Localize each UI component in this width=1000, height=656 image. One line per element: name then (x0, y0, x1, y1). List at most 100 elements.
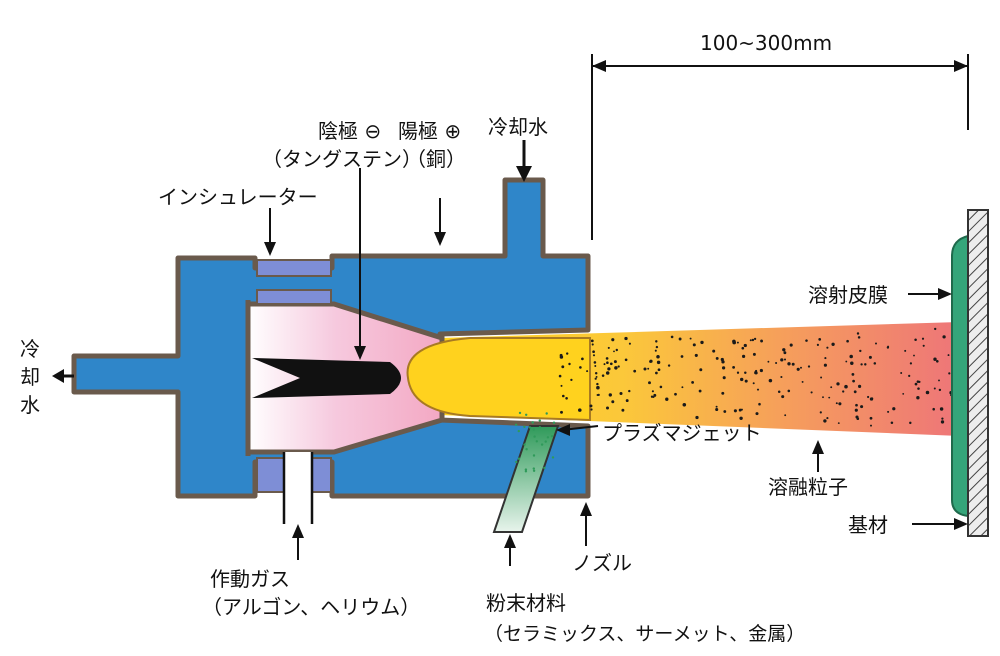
plasma-jet-label: プラズマジェット (602, 421, 762, 445)
molten-particle (868, 355, 872, 359)
powder-particle (524, 468, 528, 471)
arrow-heads (52, 166, 968, 548)
molten-particle (613, 360, 617, 364)
molten-particle (570, 378, 573, 382)
molten-particle (736, 341, 739, 344)
molten-particle (568, 362, 571, 366)
powder-particle (545, 412, 548, 415)
molten-particle (823, 419, 827, 423)
molten-particle (828, 396, 831, 399)
powder-particle (525, 413, 528, 416)
molten-particles-dots (514, 327, 956, 473)
molten-particle (842, 390, 845, 393)
molten-particle (941, 417, 944, 420)
molten-particle (902, 392, 905, 395)
distance-label: 100~300mm (700, 31, 832, 55)
molten-particle (560, 384, 563, 387)
molten-particle (698, 389, 702, 393)
molten-particle (782, 348, 786, 352)
molten-particle (654, 349, 657, 352)
molten-particle (619, 391, 623, 396)
molten-particle (826, 346, 829, 349)
powder-particle (523, 443, 526, 446)
molten-particle (740, 377, 744, 382)
powder-particle (540, 443, 544, 446)
molten-particle (667, 364, 671, 367)
molten-particle (656, 360, 661, 365)
molten-particle (836, 382, 840, 386)
molten-particle (909, 362, 913, 365)
molten-particle (791, 362, 795, 366)
molten-particle (617, 365, 620, 368)
molten-particle (796, 367, 800, 371)
molten-particle (890, 421, 894, 425)
molten-particle (900, 372, 903, 374)
molten-particle (680, 355, 684, 358)
molten-particle (741, 346, 745, 350)
molten-particle (692, 343, 696, 347)
molten-particle (736, 371, 740, 374)
powder-particle (518, 411, 522, 415)
cathode-material-label: （タングステン） (262, 147, 422, 171)
molten-particle (830, 386, 833, 389)
molten-particle (657, 368, 661, 372)
molten-particle (787, 389, 791, 393)
powder-particle (524, 470, 528, 473)
powder-particle (533, 435, 536, 438)
molten-particle (581, 357, 584, 361)
molten-particle (783, 358, 787, 361)
powder-particle (544, 440, 547, 443)
molten-particle (694, 353, 698, 357)
coating-label: 溶射皮膜 (808, 283, 888, 307)
molten-particle (723, 410, 727, 413)
powder-particle (514, 423, 518, 426)
molten-particle (918, 380, 921, 384)
molten-particle (624, 336, 628, 341)
molten-particle (682, 403, 687, 407)
molten-particle (780, 375, 783, 379)
molten-particle (860, 363, 863, 366)
molten-particle (768, 378, 773, 383)
molten-particle (659, 385, 663, 389)
molten-particle (800, 366, 802, 369)
molten-particle (678, 337, 682, 341)
molten-particle (590, 408, 593, 411)
molten-particle (775, 361, 778, 365)
molten-particle (721, 360, 725, 364)
molten-particle (739, 416, 743, 420)
molten-particle (733, 409, 737, 413)
molten-particle (783, 351, 787, 355)
molten-particle (596, 385, 600, 390)
cooling-water-out-label-3: 水 (20, 393, 40, 417)
molten-particle (777, 390, 781, 393)
molten-particle (922, 344, 925, 347)
powder-particle (515, 460, 518, 464)
molten-particle (700, 340, 704, 345)
anode-material-label: （銅） (406, 147, 466, 171)
molten-particle (816, 343, 820, 346)
molten-particle (831, 342, 835, 346)
molten-particle (653, 393, 657, 397)
powder-particle (517, 457, 521, 460)
distance-dimension (591, 54, 969, 240)
molten-particle (590, 339, 594, 343)
molten-particle (933, 357, 937, 361)
molten-particle (754, 371, 758, 375)
molten-particle (787, 362, 791, 366)
molten-particle (932, 407, 935, 411)
molten-particle (592, 354, 596, 357)
molten-particle (560, 410, 563, 414)
molten-particle (732, 339, 736, 344)
molten-particle (614, 366, 618, 370)
molten-particle (789, 343, 793, 347)
powder-material-label: 粉末材料 (486, 591, 566, 615)
molten-particle (607, 346, 610, 349)
molten-particle (625, 399, 629, 403)
molten-particle (942, 335, 946, 339)
molten-particle (674, 392, 677, 396)
molten-particle (606, 406, 609, 410)
molten-particle (691, 380, 695, 384)
molten-particle (824, 357, 827, 360)
spray-coating (951, 234, 969, 518)
